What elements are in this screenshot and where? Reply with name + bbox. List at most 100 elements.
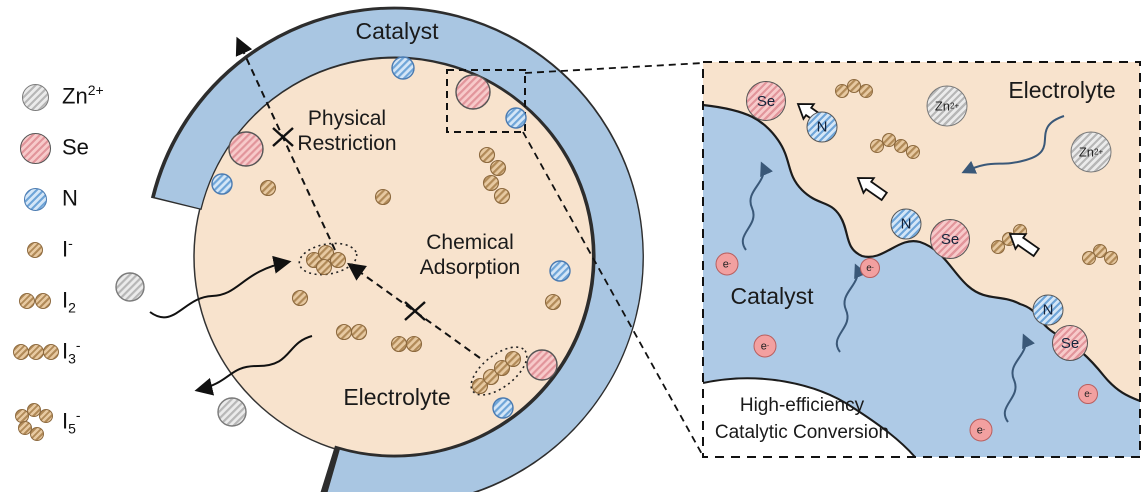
main-catalyst-label: Catalyst [355,17,439,44]
inset-catalyst-region [703,105,1140,457]
iodine-particle [259,179,277,197]
zn-icon [10,75,62,119]
legend-label: I- [62,235,73,265]
i3-icon [10,330,62,374]
n-particle: N [890,208,922,240]
electron-particle: e- [715,252,739,276]
iodine-particle [493,187,511,205]
zn-particle [217,397,247,427]
legend-item-n: N [10,177,78,221]
se-particle-label: Se [1060,334,1080,352]
iodine-particle [847,79,861,93]
inset-electrolyte-label: Electrolyte [1008,76,1116,103]
catalyst-ring [150,6,644,492]
caption-region [703,378,915,457]
zn-particle-label: Zn [1078,144,1094,160]
electron-particle: e- [969,418,993,442]
electron-path-arrow [835,263,867,353]
iodine-particle [478,146,496,164]
n-particle [549,260,571,282]
physical-restriction-label-2: Restriction [297,131,397,155]
chemical-adsorption-label-1: Chemical [426,230,514,254]
iodine-particle [870,139,884,153]
legend-sup: - [75,337,81,354]
legend-sub: 3 [68,350,76,367]
iodine-particle [315,258,333,276]
iodine-particle [504,350,522,368]
electron-path-arrow [1003,333,1035,423]
iodine-particle [835,84,849,98]
legend-text: Zn [62,83,88,109]
iodine-particle [291,289,309,307]
n-particle [505,107,527,129]
iodine-particle [390,335,408,353]
iodine-particle [991,240,1005,254]
electron-path-arrow [741,161,773,251]
zoom-connector-line [522,131,704,457]
legend-label: Se [62,133,89,163]
electron-label: e [976,424,983,436]
se-particle-label: Se [940,230,960,248]
n-particle-label: N [816,118,828,136]
se-particle [228,131,264,167]
zn-flow-arrow-out [194,335,313,396]
inset-panel [703,62,1140,457]
iodine-particle [882,133,896,147]
iodine-particle [906,145,920,159]
blocked-x-mark [272,127,294,147]
legend-item-i3: I3- [10,330,81,374]
n-particle-label: N [900,215,912,233]
iodine-particle [482,174,500,192]
se-particle: Se [746,81,786,121]
electron-label: e [760,340,767,352]
main-electrolyte-label: Electrolyte [343,383,451,410]
iodine-particles-inset [835,79,1118,265]
electron-path-arrows [741,115,1065,423]
legend-item-i5: I5- [10,400,81,444]
electron-label: e [722,258,729,270]
se-icon [10,126,62,170]
legend-text: I [62,287,69,313]
zn-flow-arrow-in [149,255,292,319]
iodine-particle [544,293,562,311]
i2-icon [10,279,62,323]
zn-path-arrow [961,115,1065,174]
se-particle [526,349,558,381]
iodine-particle [1093,244,1107,258]
zn-particles-main [115,272,247,427]
legend-label: I5- [62,407,81,437]
legend-item-iodide: I- [10,228,73,272]
iodine-particle [374,188,392,206]
legend-label: I2 [62,286,76,316]
zoom-connector-line [524,62,704,74]
iodine-particle [859,84,873,98]
chemical-adsorption-arrow [347,262,481,359]
iodine-particle [471,377,489,395]
legend-text: N [62,185,78,211]
legend-label: Zn2+ [62,82,104,112]
inset-catalyst-label: Catalyst [730,282,814,309]
legend-sub: 2 [68,299,76,316]
n-particle [492,397,514,419]
se-particle-label: Se [756,92,776,110]
legend-sup: - [75,407,81,424]
inset-caption-line-1: High-efficiency [739,395,865,417]
legend-item-zn: Zn2+ [10,75,104,119]
legend-item-i2: I2 [10,279,76,323]
iodine-particle [493,359,511,377]
n-particle: N [806,111,838,143]
iodine-particle [329,251,347,269]
zn-particle-label: Zn [934,98,950,114]
se-particle: Se [930,219,970,259]
n-particle: N [1032,294,1064,326]
legend-item-se: Se [10,126,89,170]
electron-particle: e- [860,258,880,278]
n-particle-label: N [1042,301,1054,319]
electron-label: e [866,262,872,274]
legend-sup: - [68,235,73,252]
n-particles-main [211,56,571,419]
